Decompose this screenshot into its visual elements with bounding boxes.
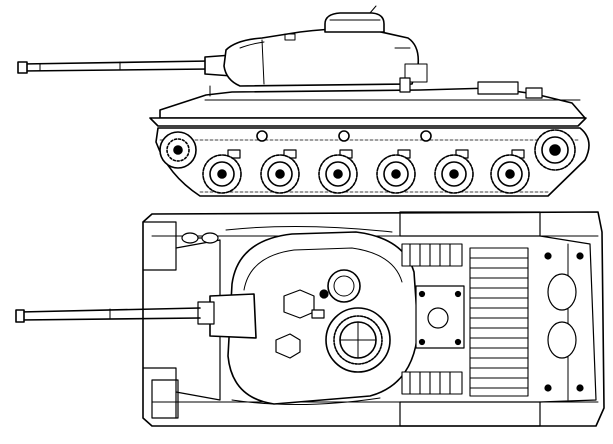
turret-fittings — [276, 290, 328, 358]
front-idler-wheel — [160, 132, 196, 168]
road-wheels — [203, 155, 529, 193]
side-elevation-view — [18, 6, 589, 196]
road-wheel-3 — [319, 155, 357, 193]
drive-sprocket — [535, 130, 575, 170]
turret-side — [224, 6, 427, 86]
main-gun-barrel-top — [16, 294, 256, 338]
engine-grille — [470, 248, 528, 396]
rear-deck-covers — [545, 253, 583, 391]
road-wheel-2 — [261, 155, 299, 193]
top-plan-view — [16, 212, 604, 426]
road-wheel-6 — [491, 155, 529, 193]
hull-side — [150, 78, 586, 126]
tow-hook-clip — [182, 233, 218, 243]
engine-louvers-left — [402, 244, 462, 394]
engine-access-hatch — [416, 286, 464, 348]
road-wheel-1 — [203, 155, 241, 193]
commander-cupola — [326, 308, 390, 372]
loader-hatch — [328, 270, 360, 302]
road-wheel-5 — [435, 155, 473, 193]
return-rollers — [257, 131, 431, 141]
road-wheel-4 — [377, 155, 415, 193]
